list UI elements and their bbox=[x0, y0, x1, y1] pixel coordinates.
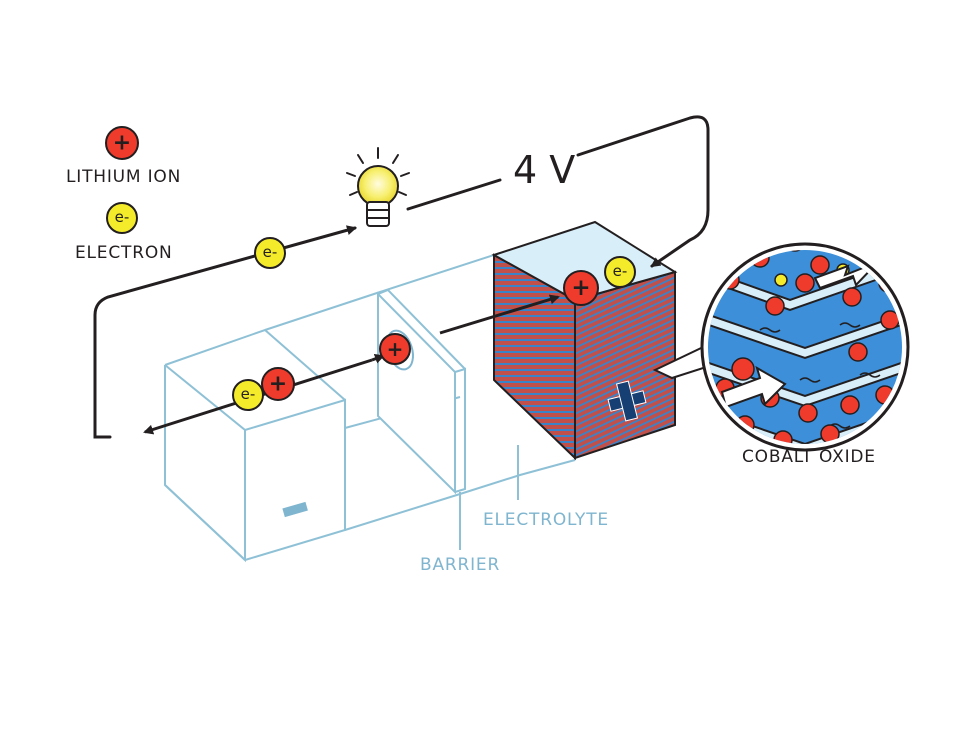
wire-electron-symbol: e- bbox=[263, 243, 278, 261]
barrier-label: BARRIER bbox=[420, 555, 500, 575]
cobalt-oxide-inset bbox=[700, 242, 910, 452]
legend-electron-label: ELECTRON bbox=[75, 243, 173, 263]
cathode-ion-symbol: + bbox=[571, 275, 590, 301]
legend-electron-symbol: e- bbox=[115, 208, 130, 226]
cobalt-oxide-label: COBALT OXIDE bbox=[742, 447, 876, 467]
anode-lithium-ion: + bbox=[261, 367, 295, 401]
wire-electron: e- bbox=[254, 237, 286, 269]
anode-electron-symbol: e- bbox=[241, 385, 256, 403]
cathode-electron: e- bbox=[604, 256, 636, 288]
legend-ion-symbol: + bbox=[113, 131, 131, 156]
electrolyte-label: ELECTROLYTE bbox=[483, 510, 609, 530]
cathode-plus-sign bbox=[607, 380, 647, 422]
barrier-lithium-ion: + bbox=[379, 329, 414, 371]
legend-lithium-ion-label: LITHIUM ION bbox=[66, 167, 181, 187]
anode-minus-sign bbox=[282, 501, 308, 518]
circuit-wire bbox=[93, 115, 710, 439]
barrier-ion-symbol: + bbox=[387, 337, 404, 361]
cathode-block bbox=[491, 220, 678, 461]
light-bulb-icon bbox=[346, 147, 410, 227]
legend-lithium-ion-icon: + bbox=[105, 126, 139, 160]
anode-ion-symbol: + bbox=[269, 372, 287, 397]
voltage-label: 4 V bbox=[513, 148, 575, 192]
legend-electron-icon: e- bbox=[106, 202, 138, 234]
cathode-lithium-ion: + bbox=[563, 270, 599, 306]
cathode-electron-symbol: e- bbox=[613, 262, 628, 280]
legend: + LITHIUM ION e- ELECTRON bbox=[66, 126, 181, 263]
anode-electron: e- bbox=[232, 379, 264, 411]
